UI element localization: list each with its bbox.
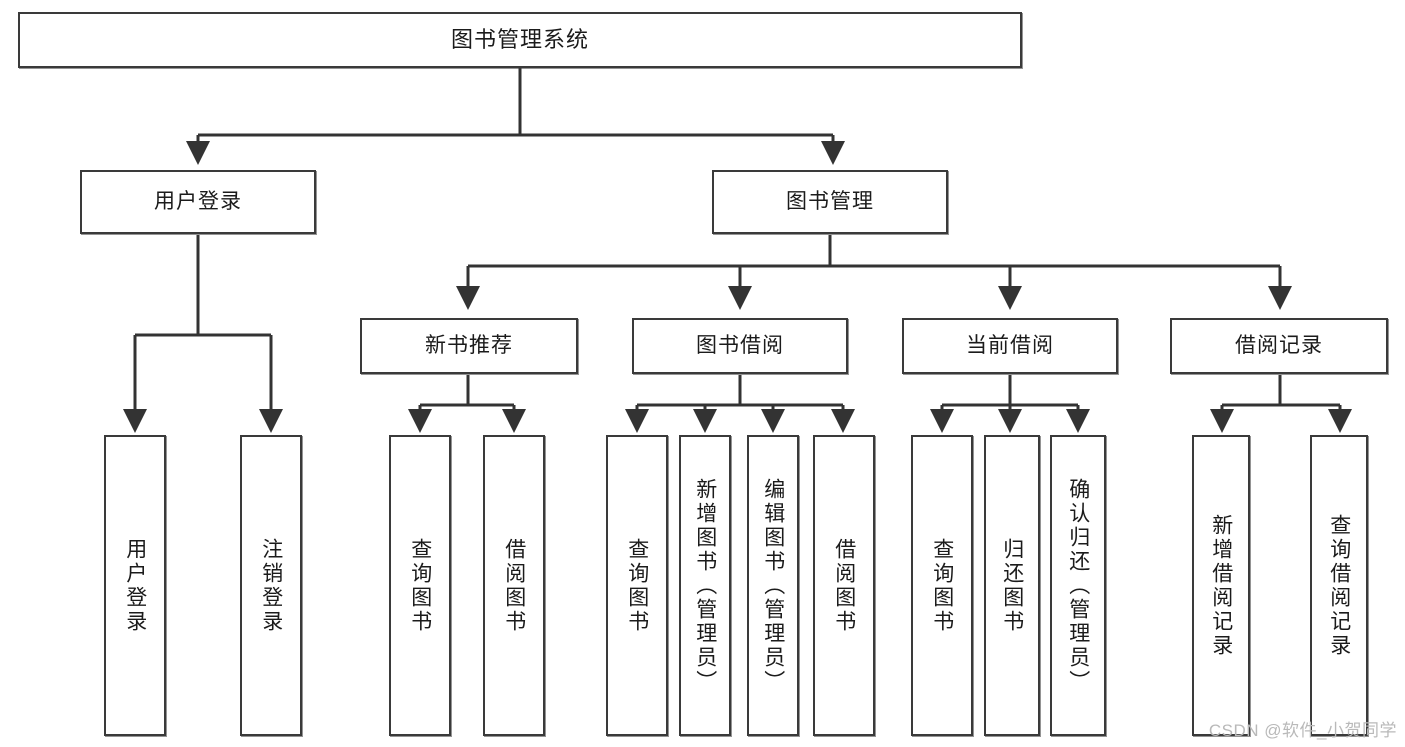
node-label: 借阅记录 <box>1235 333 1323 357</box>
node-leaf-edit-book[interactable]: 编辑图书（管理员） <box>747 435 799 736</box>
node-label: 图书管理系统 <box>450 27 589 53</box>
node-label: 编辑图书（管理员） <box>761 477 785 694</box>
node-label: 图书管理 <box>786 189 874 213</box>
node-root-system[interactable]: 图书管理系统 <box>18 12 1022 68</box>
node-label: 归还图书 <box>1000 537 1024 634</box>
node-leaf-logout-login[interactable]: 注销登录 <box>240 435 302 736</box>
node-label: 查询借阅记录 <box>1327 513 1351 658</box>
node-leaf-query-record[interactable]: 查询借阅记录 <box>1310 435 1368 736</box>
node-label: 查询图书 <box>930 537 954 634</box>
node-label: 查询图书 <box>625 537 649 634</box>
node-label: 图书借阅 <box>696 333 784 357</box>
node-label: 新增图书（管理员） <box>693 477 717 694</box>
node-label: 注销登录 <box>259 537 283 634</box>
node-label: 借阅图书 <box>502 537 526 634</box>
node-label: 当前借阅 <box>966 333 1054 357</box>
node-leaf-return-book[interactable]: 归还图书 <box>984 435 1040 736</box>
node-label: 用户登录 <box>154 189 242 213</box>
csdn-watermark: CSDN @软件_小贺同学 <box>1208 721 1397 740</box>
node-label: 确认归还（管理员） <box>1066 477 1090 694</box>
node-label: 新增借阅记录 <box>1209 513 1233 658</box>
node-leaf-query-book-3[interactable]: 查询图书 <box>911 435 973 736</box>
node-user-login[interactable]: 用户登录 <box>80 170 316 234</box>
node-label: 查询图书 <box>408 537 432 634</box>
node-leaf-borrow-book-2[interactable]: 借阅图书 <box>813 435 875 736</box>
node-label: 借阅图书 <box>832 537 856 634</box>
node-leaf-add-book[interactable]: 新增图书（管理员） <box>679 435 731 736</box>
node-leaf-query-book-1[interactable]: 查询图书 <box>389 435 451 736</box>
node-current-borrow[interactable]: 当前借阅 <box>902 318 1118 374</box>
node-leaf-user-login[interactable]: 用户登录 <box>104 435 166 736</box>
node-leaf-confirm-return[interactable]: 确认归还（管理员） <box>1050 435 1106 736</box>
node-leaf-add-record[interactable]: 新增借阅记录 <box>1192 435 1250 736</box>
node-leaf-query-book-2[interactable]: 查询图书 <box>606 435 668 736</box>
node-label: 新书推荐 <box>425 333 513 357</box>
node-leaf-borrow-book-1[interactable]: 借阅图书 <box>483 435 545 736</box>
node-book-manage[interactable]: 图书管理 <box>712 170 948 234</box>
node-borrow-record[interactable]: 借阅记录 <box>1170 318 1388 374</box>
node-label: 用户登录 <box>123 537 147 634</box>
node-new-book-recommend[interactable]: 新书推荐 <box>360 318 578 374</box>
node-book-borrow[interactable]: 图书借阅 <box>632 318 848 374</box>
